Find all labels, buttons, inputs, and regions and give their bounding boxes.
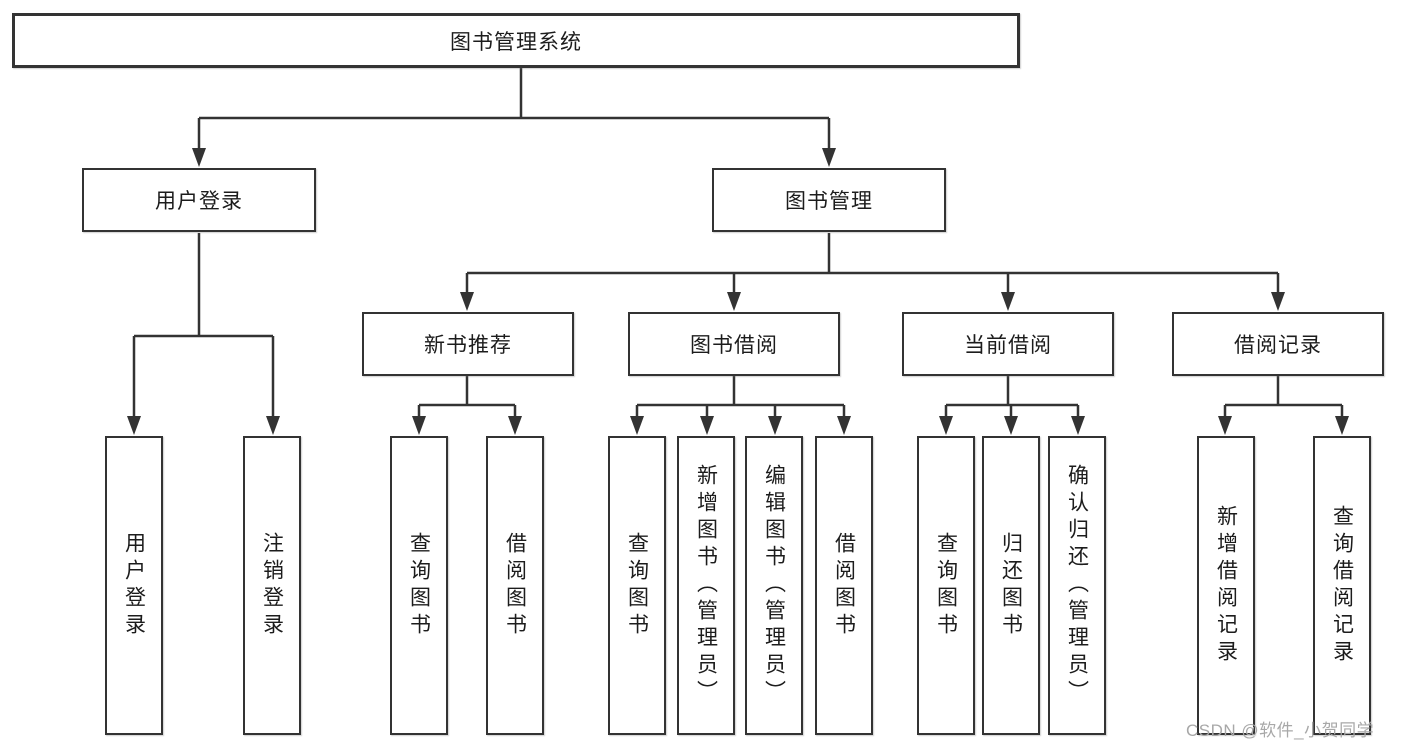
node-book-management-label: 图书管理 bbox=[785, 190, 873, 213]
leaf-current-query-books-label: 查询图书 bbox=[934, 531, 958, 640]
node-current-borrowing: 当前借阅 bbox=[902, 312, 1114, 376]
leaf-borrow-query-books-label: 查询图书 bbox=[625, 531, 649, 640]
leaf-return-books-label: 归还图书 bbox=[999, 531, 1023, 640]
leaf-logout: 注销登录 bbox=[243, 436, 301, 735]
leaf-current-query-books: 查询图书 bbox=[917, 436, 975, 735]
node-book-borrowing-label: 图书借阅 bbox=[690, 334, 778, 357]
node-book-borrowing: 图书借阅 bbox=[628, 312, 840, 376]
leaf-borrow-books-label: 借阅图书 bbox=[832, 531, 856, 640]
leaf-borrow-books: 借阅图书 bbox=[815, 436, 873, 735]
leaf-borrow-query-books: 查询图书 bbox=[608, 436, 666, 735]
leaf-edit-books-admin-label: 编辑图书（管理员） bbox=[762, 464, 786, 707]
node-new-book-recommend-label: 新书推荐 bbox=[424, 334, 512, 357]
leaf-newbook-borrow-books: 借阅图书 bbox=[486, 436, 544, 735]
node-library-system-label: 图书管理系统 bbox=[450, 30, 582, 54]
leaf-logout-label: 注销登录 bbox=[260, 531, 284, 640]
leaf-confirm-return-admin-label: 确认归还（管理员） bbox=[1065, 464, 1089, 707]
leaf-user-login: 用户登录 bbox=[105, 436, 163, 735]
leaf-add-books-admin-label: 新增图书（管理员） bbox=[694, 464, 718, 707]
csdn-watermark: CSDN @软件_小贺同学 bbox=[1186, 721, 1375, 740]
node-new-book-recommend: 新书推荐 bbox=[362, 312, 574, 376]
node-borrow-records-label: 借阅记录 bbox=[1234, 334, 1322, 357]
node-user-login-label: 用户登录 bbox=[155, 190, 243, 213]
leaf-newbook-borrow-books-label: 借阅图书 bbox=[503, 531, 527, 640]
leaf-edit-books-admin: 编辑图书（管理员） bbox=[745, 436, 803, 735]
leaf-query-borrow-record: 查询借阅记录 bbox=[1313, 436, 1371, 735]
leaf-add-books-admin: 新增图书（管理员） bbox=[677, 436, 735, 735]
node-library-system: 图书管理系统 bbox=[12, 13, 1020, 68]
leaf-user-login-label: 用户登录 bbox=[122, 531, 146, 640]
leaf-newbook-query-books-label: 查询图书 bbox=[407, 531, 431, 640]
leaf-return-books: 归还图书 bbox=[982, 436, 1040, 735]
node-borrow-records: 借阅记录 bbox=[1172, 312, 1384, 376]
node-book-management: 图书管理 bbox=[712, 168, 946, 232]
leaf-query-borrow-record-label: 查询借阅记录 bbox=[1330, 504, 1354, 667]
node-current-borrowing-label: 当前借阅 bbox=[964, 334, 1052, 357]
node-user-login: 用户登录 bbox=[82, 168, 316, 232]
leaf-add-borrow-record: 新增借阅记录 bbox=[1197, 436, 1255, 735]
leaf-add-borrow-record-label: 新增借阅记录 bbox=[1214, 504, 1238, 667]
leaf-newbook-query-books: 查询图书 bbox=[390, 436, 448, 735]
leaf-confirm-return-admin: 确认归还（管理员） bbox=[1048, 436, 1106, 735]
